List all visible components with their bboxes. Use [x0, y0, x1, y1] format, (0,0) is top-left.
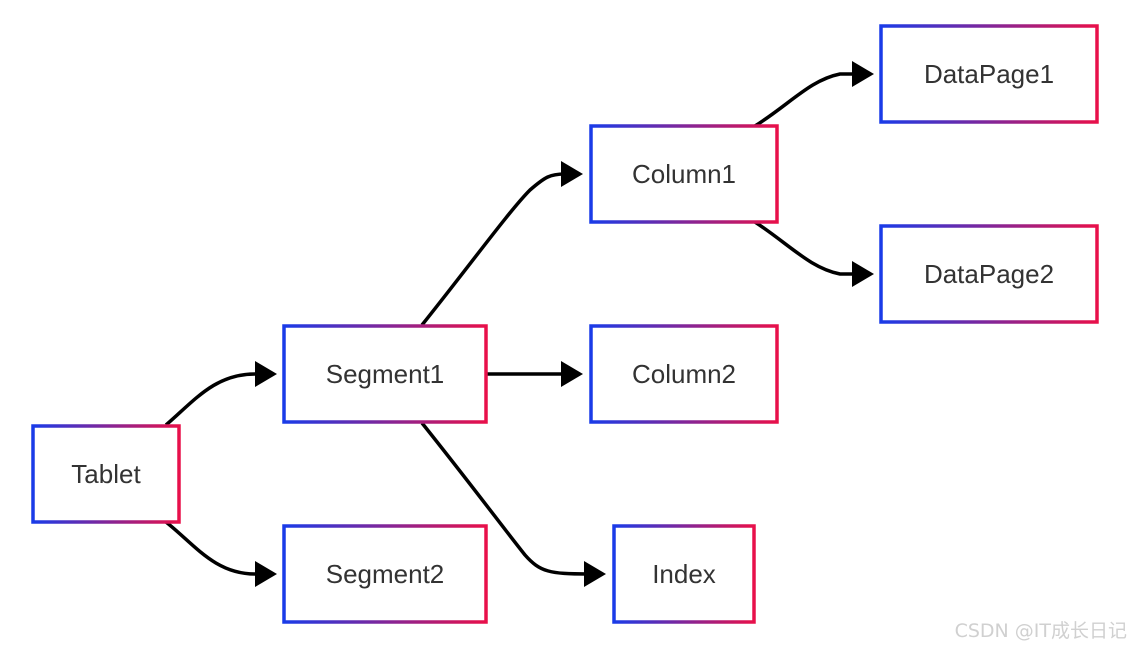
- node-column2: Column2: [589, 324, 779, 424]
- arrowhead-segment1: [255, 361, 277, 387]
- arrowhead-column2: [561, 361, 583, 387]
- node-label-datapage2: DataPage2: [924, 259, 1054, 289]
- node-label-datapage1: DataPage1: [924, 59, 1054, 89]
- node-tablet: Tablet: [31, 424, 181, 524]
- watermark-text: CSDN @IT成长日记: [955, 620, 1127, 642]
- node-datapage1: DataPage1: [879, 24, 1099, 124]
- node-datapage2: DataPage2: [879, 224, 1099, 324]
- arrowhead-segment2: [255, 561, 277, 587]
- edge-column1-datapage1: [754, 72, 856, 128]
- edge-tablet-segment2: [164, 520, 256, 576]
- edge-segment1-index: [420, 421, 589, 576]
- node-label-tablet: Tablet: [71, 459, 141, 489]
- edge-column1-datapage2: [754, 220, 856, 276]
- arrowhead-column1: [561, 161, 583, 187]
- node-label-column2: Column2: [632, 359, 736, 389]
- arrowhead-index: [584, 561, 606, 587]
- node-column1: Column1: [589, 124, 779, 224]
- edge-segment1-column1: [420, 172, 566, 327]
- node-label-index: Index: [652, 559, 716, 589]
- node-label-segment1: Segment1: [326, 359, 445, 389]
- node-index: Index: [612, 524, 756, 624]
- node-segment2: Segment2: [282, 524, 488, 624]
- node-label-segment2: Segment2: [326, 559, 445, 589]
- edge-tablet-segment1: [164, 372, 256, 427]
- node-label-column1: Column1: [632, 159, 736, 189]
- node-segment1: Segment1: [282, 324, 488, 424]
- arrowheads: [255, 61, 874, 587]
- edges: [164, 72, 856, 576]
- arrowhead-datapage2: [852, 261, 874, 287]
- arrowhead-datapage1: [852, 61, 874, 87]
